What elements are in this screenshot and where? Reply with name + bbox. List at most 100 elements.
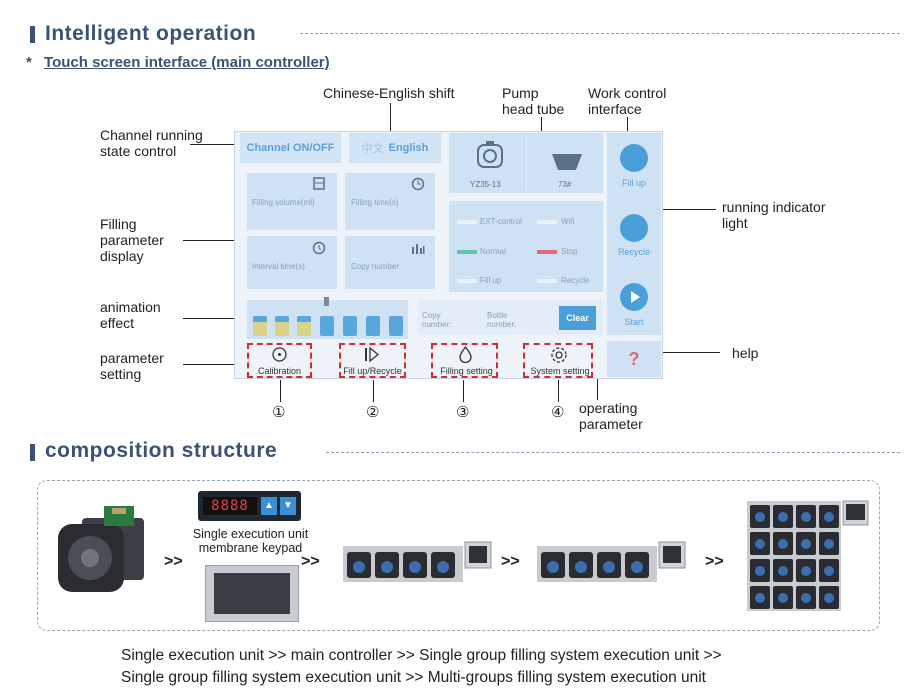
start-button-label: Start — [624, 317, 644, 327]
callout-pump: Pump head tube — [502, 85, 565, 117]
filling-setting-button[interactable]: Filling setting — [431, 343, 498, 378]
section-marker — [30, 26, 35, 43]
wifi-indicator — [537, 220, 557, 224]
composition-box — [37, 480, 880, 631]
stop-label: Stop — [561, 247, 578, 256]
callout-operating: operating parameter — [579, 400, 643, 432]
section-title-intelligent: Intelligent operation — [45, 22, 257, 45]
callout-running: running indicator light — [722, 199, 826, 231]
clear-button[interactable]: Clear — [559, 306, 596, 330]
ext-indicator — [457, 220, 477, 224]
fillup-indicator — [457, 279, 477, 283]
tile-interval-time[interactable] — [247, 236, 337, 289]
multi-group-system-image — [747, 500, 869, 611]
arrow-4: >> — [705, 553, 724, 570]
single-group-system-image — [343, 541, 492, 582]
bottle-filled — [275, 316, 289, 336]
channel-onoff-label: Channel ON/OFF — [246, 142, 335, 154]
callout-lang: Chinese-English shift — [323, 85, 455, 101]
help-icon: ? — [628, 348, 640, 369]
number-2: ② — [366, 404, 380, 421]
leader-param — [183, 364, 249, 365]
filling-volume-label: Filling volume(ml) — [252, 198, 315, 207]
calibration-button[interactable]: Calibration — [247, 343, 312, 378]
running-indicator-panel — [449, 201, 603, 292]
wifi-label: Wifi — [561, 217, 575, 226]
arrow-2: >> — [301, 553, 320, 570]
pump-head-icon — [477, 141, 503, 168]
system-setting-label: System setting — [530, 366, 590, 376]
calibration-label: Calibration — [257, 366, 302, 376]
fillup-button-label: Fill up — [621, 178, 646, 188]
leader-lang — [390, 103, 391, 131]
tile-filling-time[interactable] — [345, 173, 435, 230]
fillup-recycle-label: Fill up/Recycle — [343, 366, 402, 376]
pump-divider — [526, 135, 527, 191]
bottle — [320, 316, 334, 336]
system-setting-button[interactable]: System setting — [523, 343, 593, 378]
bottle-number-field: Bottle number: — [487, 311, 517, 329]
language-toggle-button[interactable]: 中文 English — [349, 133, 441, 163]
bottle-filled — [253, 316, 267, 336]
num-line — [558, 380, 559, 402]
arrow-1: >> — [164, 553, 183, 570]
subtitle-text: Touch screen interface (main controller) — [44, 54, 330, 71]
crosshair-icon — [272, 347, 287, 362]
normal-indicator — [457, 250, 477, 254]
callout-param: parameter setting — [100, 350, 164, 382]
section-divider — [326, 452, 900, 453]
skip-play-icon — [365, 346, 380, 363]
bottle-filled — [297, 316, 311, 336]
leader-help — [660, 352, 720, 353]
pump-model-label: YZ35-13 — [470, 180, 501, 189]
tube-model-label: 73# — [558, 180, 572, 189]
single-group-system-image-2 — [537, 541, 686, 582]
callout-channel: Channel running state control — [100, 127, 203, 159]
number-1: ① — [272, 404, 286, 421]
stop-indicator — [537, 250, 557, 254]
fillup-ind-label: Fill up — [480, 276, 502, 285]
beaker-icon — [313, 177, 325, 190]
keypad-up-icon: ▲ — [261, 497, 277, 515]
leader-channel — [190, 144, 245, 145]
number-4: ④ — [551, 404, 565, 421]
section-marker — [30, 444, 35, 461]
clock-icon — [411, 177, 425, 191]
main-controller-image — [205, 565, 299, 622]
recycle-indicator — [537, 279, 557, 283]
leader-animation — [183, 318, 249, 319]
recycle-ind-label: Recycle — [561, 276, 590, 285]
leader-work — [627, 117, 628, 131]
channel-onoff-button[interactable]: Channel ON/OFF — [240, 133, 341, 163]
ext-label: EXT-control — [480, 217, 522, 226]
copy-number-field: Copy number: — [422, 311, 452, 329]
arrow-3: >> — [501, 553, 520, 570]
tile-copy-number[interactable] — [345, 236, 435, 289]
callout-animation: animation effect — [100, 299, 161, 331]
fillup-recycle-button[interactable]: Fill up/Recycle — [339, 343, 406, 378]
num-line — [463, 380, 464, 402]
start-play-icon[interactable] — [620, 283, 648, 311]
recycle-button-label: Recycle — [617, 247, 650, 257]
droplet-icon — [459, 346, 472, 363]
num-line — [373, 380, 374, 402]
execution-unit-image — [58, 506, 144, 592]
callout-filling: Filling parameter display — [100, 216, 164, 264]
normal-label: Normal — [480, 247, 506, 256]
help-button[interactable]: ? — [607, 341, 661, 377]
membrane-keypad: 8888 ▲ ▼ — [198, 491, 301, 521]
filling-setting-label: Filling setting — [440, 366, 493, 376]
section-divider — [300, 33, 900, 34]
leader-pump — [541, 117, 542, 131]
subtitle: * Touch screen interface (main controlle… — [26, 54, 330, 71]
bottle — [343, 316, 357, 336]
recycle-icon[interactable] — [620, 214, 648, 242]
timer-icon — [312, 241, 326, 255]
clear-label: Clear — [566, 313, 589, 323]
gear-icon — [551, 347, 567, 363]
lang-en-label: English — [388, 142, 429, 154]
bottle — [366, 316, 380, 336]
fillup-wave-icon[interactable] — [620, 144, 648, 172]
copy-number-label: Copy number — [351, 262, 400, 271]
bar-count-icon — [412, 244, 425, 254]
